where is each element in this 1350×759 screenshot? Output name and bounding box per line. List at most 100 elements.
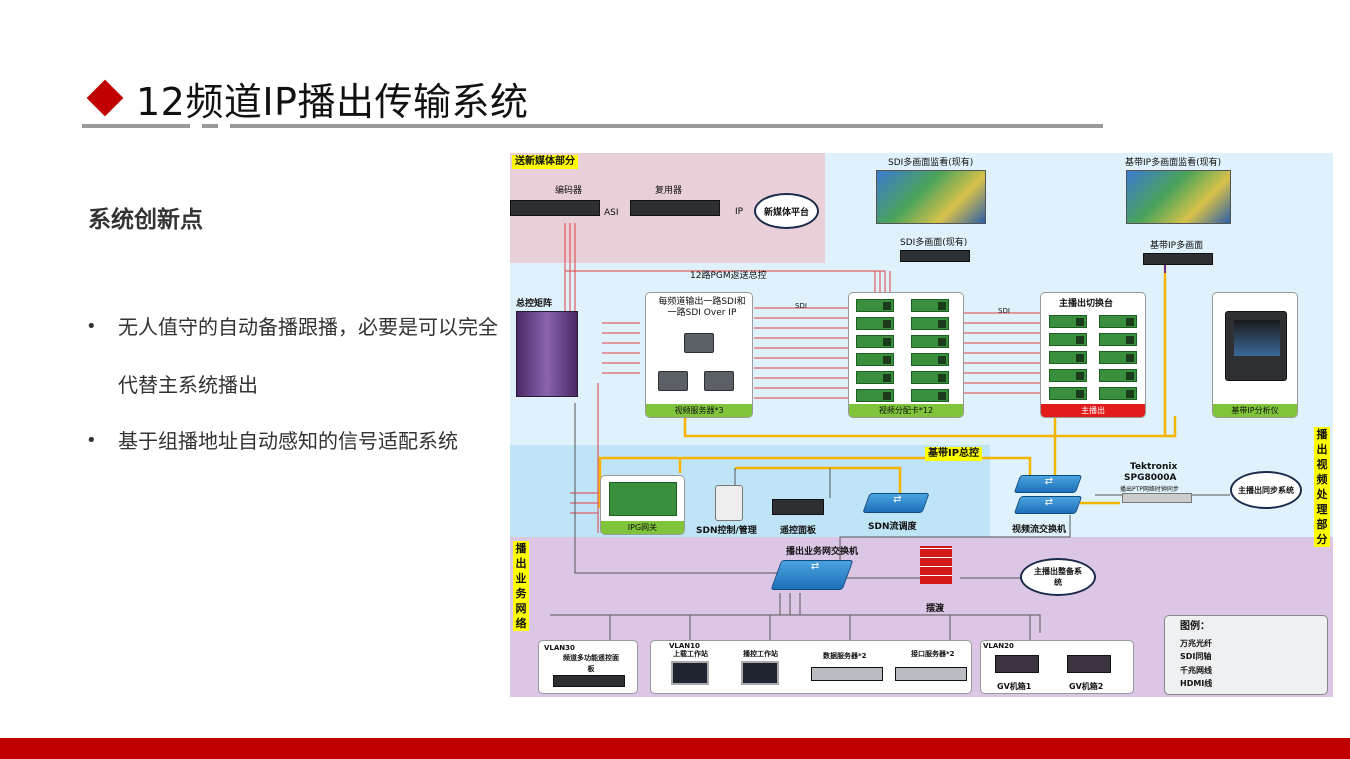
card-icon xyxy=(856,389,894,402)
matrix-router-icon xyxy=(516,311,578,397)
business-switch-label: 播出业务网交换机 xyxy=(786,547,859,557)
card-icon xyxy=(911,353,949,366)
sync-generator-device xyxy=(1122,493,1192,503)
bullet-text: 无人值守的自动备播跟播，必要是可以完全代替主系统播出 xyxy=(118,315,498,397)
sdi-multiview-device xyxy=(900,250,970,262)
card-icon xyxy=(1049,351,1087,364)
legend-title: 图例： xyxy=(1180,621,1210,632)
card-icon xyxy=(1049,369,1087,382)
sdi-multiview-label: SDI多画面(现有) xyxy=(900,238,968,248)
vlan20-label: VLAN20 xyxy=(983,642,1014,650)
card-icon xyxy=(911,389,949,402)
card-icon xyxy=(856,353,894,366)
ip-multiview-device xyxy=(1143,253,1213,265)
title-underline-segment xyxy=(202,124,218,128)
card-icon xyxy=(1049,315,1087,328)
sdi-label: SDI xyxy=(795,302,807,310)
playout-ws-label: 播控工作站 xyxy=(743,650,778,658)
section-tag-new-media: 送新媒体部分 xyxy=(512,155,578,169)
title-underline-segment xyxy=(230,124,1103,128)
analyzer-device-icon xyxy=(1225,311,1287,381)
multiplexer-device xyxy=(630,200,720,216)
bullet-item: • 基于组播地址自动感知的信号适配系统 xyxy=(86,412,506,470)
server-box-icon xyxy=(704,371,734,391)
vlan30-label: VLAN30 xyxy=(544,644,575,652)
card-icon xyxy=(856,371,894,384)
cloud-icon: 新媒体平台 xyxy=(754,193,819,229)
title-underline-segment xyxy=(82,124,190,128)
ip-multiview-monitor-label: 基带IP多画面监看(现有) xyxy=(1125,158,1222,168)
legend-item-label: 千兆网线 xyxy=(1180,666,1212,675)
vlan10-label: VLAN10 xyxy=(669,642,700,650)
cloud-icon: 主播出同步系统 xyxy=(1230,471,1302,509)
server-rack-icon xyxy=(811,667,883,681)
system-diagram: 送新媒体部分 基带IP总控 播出视频处理部分 播出业务网络 编码器 复用器 AS… xyxy=(510,153,1333,697)
bullet-item: • 无人值守的自动备播跟播，必要是可以完全代替主系统播出 xyxy=(86,298,506,414)
gv-chassis-icon xyxy=(1067,655,1111,673)
main-output-label: 主播出 xyxy=(1041,404,1145,417)
switch-icon xyxy=(862,493,930,513)
ip-analyzer-label: 基带IP分析仪 xyxy=(1213,404,1297,417)
ip-control-region xyxy=(510,445,990,537)
legend-item-label: HDMI线 xyxy=(1180,679,1213,688)
sdi-lines xyxy=(564,223,1040,533)
interface-server-label: 接口服务器*2 xyxy=(911,650,955,658)
card-icon xyxy=(911,371,949,384)
ipg-gateway-label: IPG网关 xyxy=(601,521,684,534)
bullet-dot-icon: • xyxy=(86,316,97,337)
card-icon xyxy=(609,482,677,516)
asi-label: ASI xyxy=(604,208,619,218)
pgm-return-label: 12路PGM返送总控 xyxy=(690,271,767,281)
remote-panel-device xyxy=(772,499,824,515)
workstation-icon xyxy=(741,661,779,685)
spg-label: SPG8000A xyxy=(1124,473,1177,483)
card-icon xyxy=(1049,387,1087,400)
red-diamond-icon xyxy=(86,79,124,117)
card-icon xyxy=(911,299,949,312)
video-distribution-label: 视频分配卡*12 xyxy=(849,404,963,417)
encoder-device xyxy=(510,200,600,216)
video-distribution-panel: 视频分配卡*12 xyxy=(848,292,964,418)
switch-icon xyxy=(1013,475,1083,493)
main-switch-label: 主播出切换台 xyxy=(1059,299,1114,309)
workstation-icon xyxy=(671,661,709,685)
page-title: 12频道IP播出传输系统 xyxy=(136,79,529,124)
gv-chassis-icon xyxy=(995,655,1039,673)
ipg-gateway-panel: IPG网关 xyxy=(600,475,685,535)
sdi-multiview-monitor-label: SDI多画面监看(现有) xyxy=(888,158,974,168)
legend-panel: 图例： 万兆光纤 SDI同轴 千兆网线 HDMI线 xyxy=(1164,615,1328,695)
switch-icon xyxy=(770,560,854,590)
tektronix-label: Tektronix xyxy=(1130,462,1178,472)
footer-bar xyxy=(0,738,1350,759)
section-tag-video-processing: 播出视频处理部分 xyxy=(1314,427,1330,547)
panel-device xyxy=(553,675,625,687)
server-desc: 每频道输出一路SDI和一路SDI Over IP xyxy=(658,297,746,318)
cloud-icon: 主播出整备系统 xyxy=(1020,558,1096,596)
card-icon xyxy=(1049,333,1087,346)
ip-label: IP xyxy=(735,207,744,217)
server-tower-icon xyxy=(715,485,743,521)
video-server-label: 视频服务器*3 xyxy=(646,404,752,417)
new-media-platform-label: 新媒体平台 xyxy=(763,207,809,218)
main-system-label: 主播出整备系统 xyxy=(1034,567,1082,587)
section-heading: 系统创新点 xyxy=(88,207,203,233)
vlan10-panel: VLAN10 上载工作站 播控工作站 数据服务器*2 接口服务器*2 xyxy=(650,640,972,694)
section-tag-ip-control: 基带IP总控 xyxy=(925,447,983,461)
master-matrix-label: 总控矩阵 xyxy=(516,299,553,309)
bullet-dot-icon: • xyxy=(86,430,97,451)
card-icon xyxy=(1099,333,1137,346)
legend-item-label: SDI同轴 xyxy=(1180,652,1212,661)
firewall-label: 摆渡 xyxy=(926,604,945,614)
card-icon xyxy=(1099,369,1137,382)
vlan30-panel: VLAN30 频道多功能遥控面板 xyxy=(538,640,638,694)
encoder-label: 编码器 xyxy=(555,186,583,196)
card-icon xyxy=(1099,351,1137,364)
sdi-label: SDI xyxy=(998,307,1010,315)
ip-multiview-label: 基带IP多画面 xyxy=(1150,241,1204,251)
data-server-label: 数据服务器*2 xyxy=(823,652,867,660)
legend-item-label: 万兆光纤 xyxy=(1180,639,1212,648)
vlan30-desc: 频道多功能遥控面板 xyxy=(563,654,619,673)
gv2-label: GV机箱2 xyxy=(1069,682,1104,691)
section-tag-business-network: 播出业务网络 xyxy=(513,541,529,631)
card-icon xyxy=(911,317,949,330)
